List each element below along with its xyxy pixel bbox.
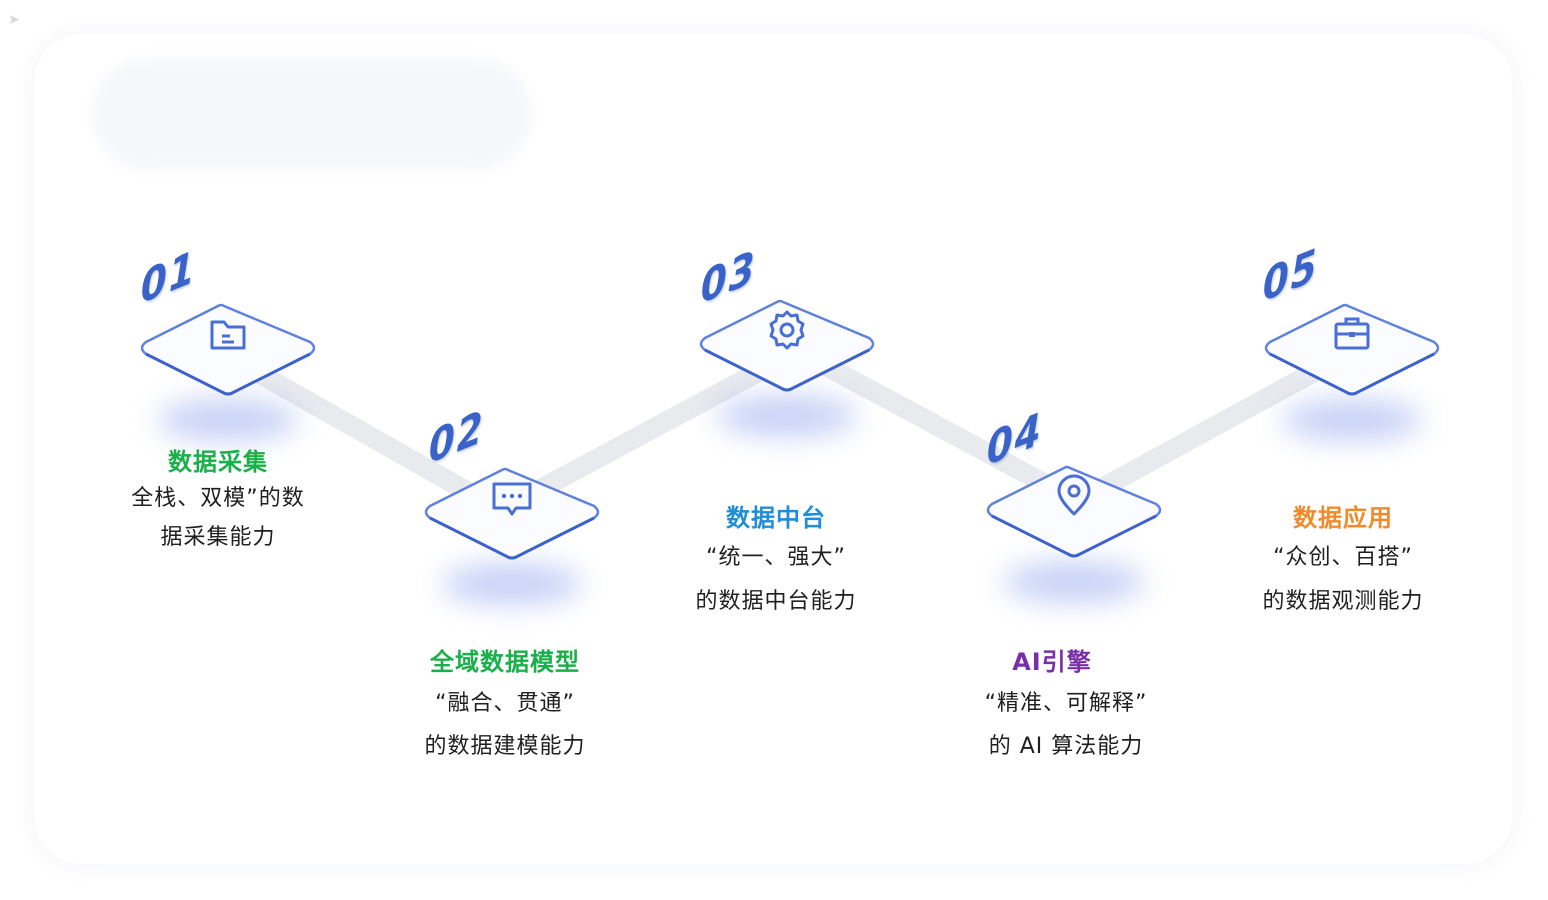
step-tile: [984, 462, 1164, 642]
blurred-header-badge: [92, 58, 532, 170]
step-tile: [138, 300, 318, 480]
gear-icon: [769, 310, 805, 350]
step-desc-line2: 的数据建模能力: [424, 734, 586, 759]
step-desc-line1: “融合、贯通”: [435, 691, 575, 716]
connector-3-4: [790, 342, 1085, 510]
step-title: AI引擎: [1012, 648, 1092, 676]
step-tile: [422, 464, 602, 644]
step-title: 数据采集: [168, 448, 268, 476]
content-panel: [34, 34, 1512, 864]
step-tile: [697, 296, 877, 476]
step-desc-line2: 的数据中台能力: [695, 589, 857, 614]
step-desc-line1: “统一、强大”: [706, 545, 846, 570]
connector-4-5: [1070, 345, 1355, 510]
step-desc-line2: 的数据观测能力: [1262, 589, 1424, 614]
step-desc-line1: “众创、百搭”: [1273, 545, 1413, 570]
step-title: 数据中台: [726, 504, 826, 532]
corner-cursor-mark: ➤: [8, 12, 20, 28]
step-tile: [1262, 300, 1442, 480]
step-desc-line2: 据采集能力: [160, 525, 276, 550]
step-desc-line1: “精准、可解释”: [984, 691, 1148, 716]
folder-icon: [210, 320, 246, 350]
location-pin-icon: [1057, 474, 1091, 516]
step-desc-line2: 的 AI 算法能力: [988, 734, 1144, 759]
connector-2-3: [510, 345, 800, 510]
briefcase-icon: [1334, 317, 1370, 350]
step-title: 数据应用: [1293, 504, 1393, 532]
step-title: 全域数据模型: [430, 648, 580, 676]
connector-1-2: [222, 348, 510, 520]
step-desc-line1: 全栈、双模”的数: [131, 486, 305, 511]
chat-icon: [492, 482, 532, 516]
